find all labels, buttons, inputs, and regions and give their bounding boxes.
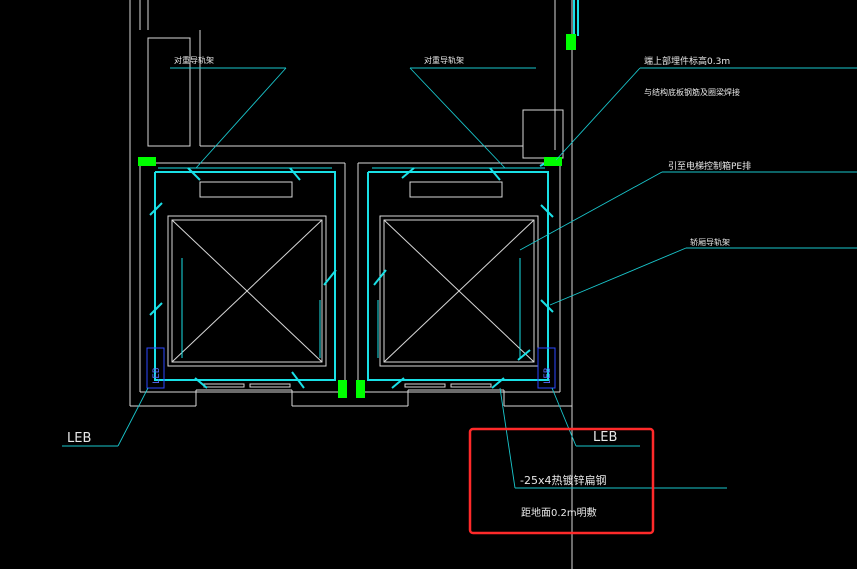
label-flat-steel: -25x4热镀锌扁钢 xyxy=(520,473,606,487)
label-height-note: 距地面0.2m明敷 xyxy=(521,506,597,519)
label-leb-left: LEB xyxy=(67,431,91,446)
leb-box-left-text: LEB xyxy=(152,368,162,384)
leb-box-left: LEB xyxy=(146,347,165,389)
elevator-car-left xyxy=(167,181,327,388)
highlight-box xyxy=(468,427,655,535)
shaft-walls xyxy=(129,160,572,407)
leader-lines xyxy=(62,67,857,489)
grounding-conductors xyxy=(149,159,554,389)
leb-box-right: LEB xyxy=(537,347,556,389)
ground-block-bottom-right xyxy=(356,380,365,398)
label-pe-note: 引至电梯控制箱PE排 xyxy=(668,160,751,172)
label-guide-rail-right: 对重导轨架 xyxy=(424,55,464,65)
label-rail-frame: 轿厢导轨架 xyxy=(690,237,730,247)
label-pit-note-1: 端上部埋件标高0.3m xyxy=(644,55,730,67)
ground-block-top-right xyxy=(544,157,562,166)
label-guide-rail-left: 对重导轨架 xyxy=(174,55,214,65)
ground-block-top-left xyxy=(138,157,156,166)
label-pit-note-2: 与结构底板钢筋及圈梁焊接 xyxy=(644,87,740,97)
label-leb-right: LEB xyxy=(593,430,617,445)
elevator-car-right xyxy=(379,181,539,388)
riser-pipe xyxy=(566,0,579,50)
leb-box-right-text: LEB xyxy=(543,368,553,384)
top-wall-stubs xyxy=(129,0,573,569)
ground-connection-points xyxy=(138,157,562,398)
ground-block-bottom-left xyxy=(338,380,347,398)
